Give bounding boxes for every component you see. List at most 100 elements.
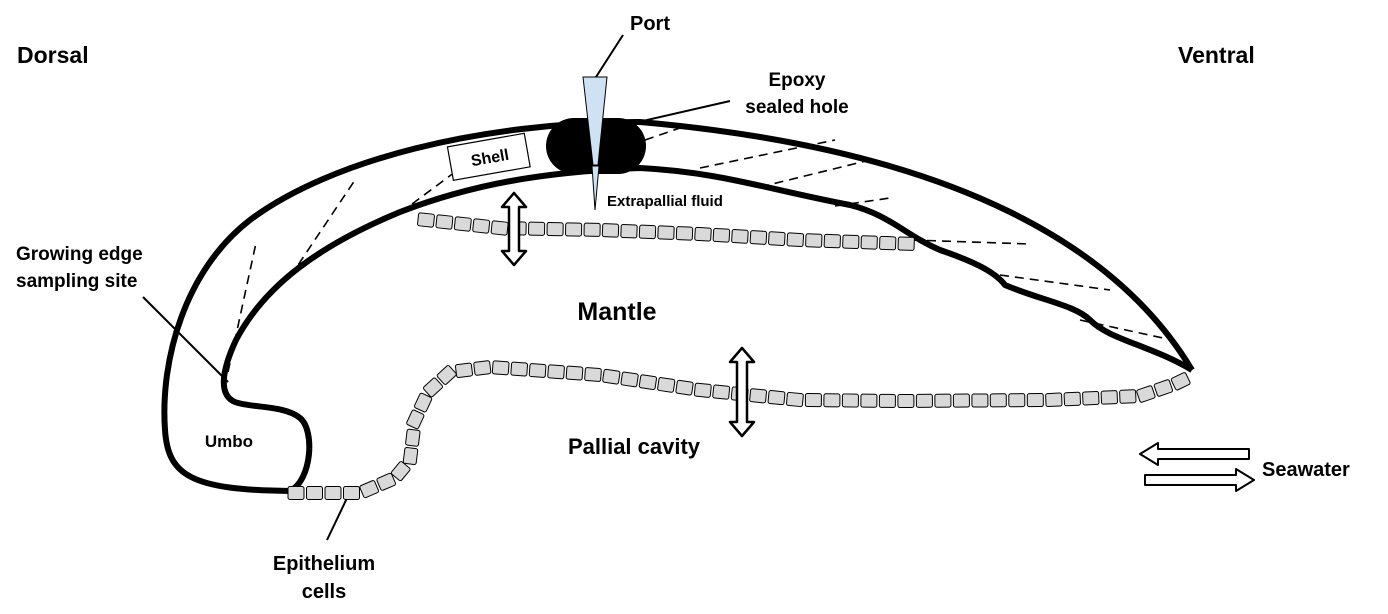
umbo-label: Umbo	[205, 432, 253, 451]
epithelium-cell	[823, 233, 841, 249]
epithelium-cell	[510, 361, 529, 377]
shell-label: Shell	[470, 147, 511, 170]
epithelium-cell	[897, 236, 915, 251]
epithelium-cell	[436, 365, 457, 385]
ventral-label: Ventral	[1178, 42, 1255, 68]
epithelium-cell	[675, 226, 694, 241]
growing-edge-label-line2: sampling site	[16, 271, 137, 292]
epithelium-cell	[823, 393, 841, 408]
epithelium-cell	[547, 364, 565, 380]
epithelium-cell	[657, 225, 675, 240]
epithelium-cell	[749, 230, 768, 245]
epithelium-cell	[638, 374, 657, 391]
port-label: Port	[630, 13, 670, 35]
epithelium-cell	[472, 218, 491, 234]
epithelium-cell	[842, 234, 860, 250]
shell-label-box	[446, 132, 531, 182]
epithelium-cell	[417, 212, 435, 228]
epithelium-cell	[490, 220, 509, 236]
growing-edge-label-line1: Growing edge	[16, 244, 143, 265]
seawater-out-arrow-icon	[1144, 468, 1255, 492]
growing-edge-leader	[142, 296, 229, 383]
epithelium-cell	[712, 227, 731, 243]
epithelium-cell	[1100, 390, 1118, 405]
pallial-cavity-label: Pallial cavity	[568, 434, 701, 459]
epithelium-cell	[528, 221, 546, 236]
epithelium-cell	[306, 486, 323, 500]
epithelium-cell	[402, 446, 419, 466]
epithelium-cell	[1063, 391, 1081, 407]
epithelium-cell	[657, 377, 676, 393]
epithelium-cell	[804, 393, 822, 408]
mantle-label: Mantle	[577, 298, 656, 326]
epithelium-cell	[584, 367, 602, 382]
epithelium-cell	[749, 388, 768, 404]
epithelium-label-line1: Epithelium	[273, 553, 375, 575]
epoxy-label-line2: sealed hole	[745, 97, 849, 118]
epithelium-cell	[390, 461, 411, 482]
epithelium-cell	[565, 365, 584, 381]
epithelium-cell	[565, 222, 583, 237]
epithelium-label-line2: cells	[302, 581, 346, 603]
epithelium-cell	[767, 390, 786, 406]
epithelium-cell	[805, 233, 823, 248]
epithelium-cell	[1082, 390, 1100, 406]
epithelium-cell	[694, 226, 712, 242]
epithelium-cell	[528, 363, 547, 378]
epithelium-cell	[546, 221, 564, 237]
exchange-arrow-upper-icon	[500, 191, 528, 267]
epithelium-cell	[1170, 372, 1191, 391]
epithelium-cell	[406, 409, 425, 430]
epithelium-cell	[1026, 393, 1044, 408]
seawater-in-arrow-icon	[1139, 442, 1250, 466]
epithelium-cell	[376, 472, 396, 491]
shell-inner-edge	[220, 165, 1194, 494]
epithelium-cell	[454, 362, 474, 379]
epithelium-cell	[491, 360, 510, 376]
epithelium-cell	[860, 235, 878, 250]
dorsal-label: Dorsal	[17, 42, 89, 68]
epithelium-cell	[934, 393, 952, 408]
epithelium-cell	[1119, 389, 1137, 404]
port-needle-tip	[591, 165, 600, 211]
epithelium-cell	[602, 368, 621, 385]
epithelium-cell	[620, 223, 638, 239]
epithelium-cell	[712, 384, 731, 400]
epithelium-cell	[971, 393, 989, 408]
epoxy-leader	[624, 100, 731, 126]
epithelium-cell	[675, 379, 694, 396]
epithelium-cell	[324, 486, 342, 500]
epithelium-cell	[413, 392, 433, 413]
epithelium-cell	[785, 391, 804, 408]
epithelium-cell	[405, 428, 421, 447]
epithelium-cell	[473, 360, 492, 376]
port-needle-icon	[582, 76, 608, 166]
epithelium-cell	[601, 223, 620, 238]
epithelium-cell	[952, 393, 970, 408]
epithelium-cell	[435, 214, 454, 230]
epithelium-cell	[287, 486, 305, 500]
epithelium-cell	[638, 224, 657, 240]
epithelium-cell	[879, 235, 897, 251]
epithelium-cell	[1008, 393, 1026, 408]
epithelium-cell	[841, 393, 859, 408]
epithelium-leader	[326, 495, 349, 541]
epithelium-cell	[860, 393, 878, 408]
epithelium-cell	[878, 393, 896, 408]
epithelium-cell	[583, 222, 601, 237]
epithelium-cell	[897, 393, 915, 409]
epithelium-cell	[915, 393, 933, 408]
epithelium-cell	[768, 231, 786, 246]
port-leader	[595, 34, 624, 78]
shell-outer-edge	[161, 119, 1195, 494]
epoxy-label-line1: Epoxy	[768, 70, 825, 91]
epithelium-cell	[1136, 385, 1156, 403]
epithelium-cell	[786, 232, 805, 248]
epithelium-cell	[343, 486, 360, 500]
epithelium-cell	[359, 480, 379, 499]
epithelium-cell	[1045, 392, 1063, 408]
epithelium-cell	[693, 382, 712, 398]
exchange-arrow-lower-icon	[728, 346, 756, 438]
